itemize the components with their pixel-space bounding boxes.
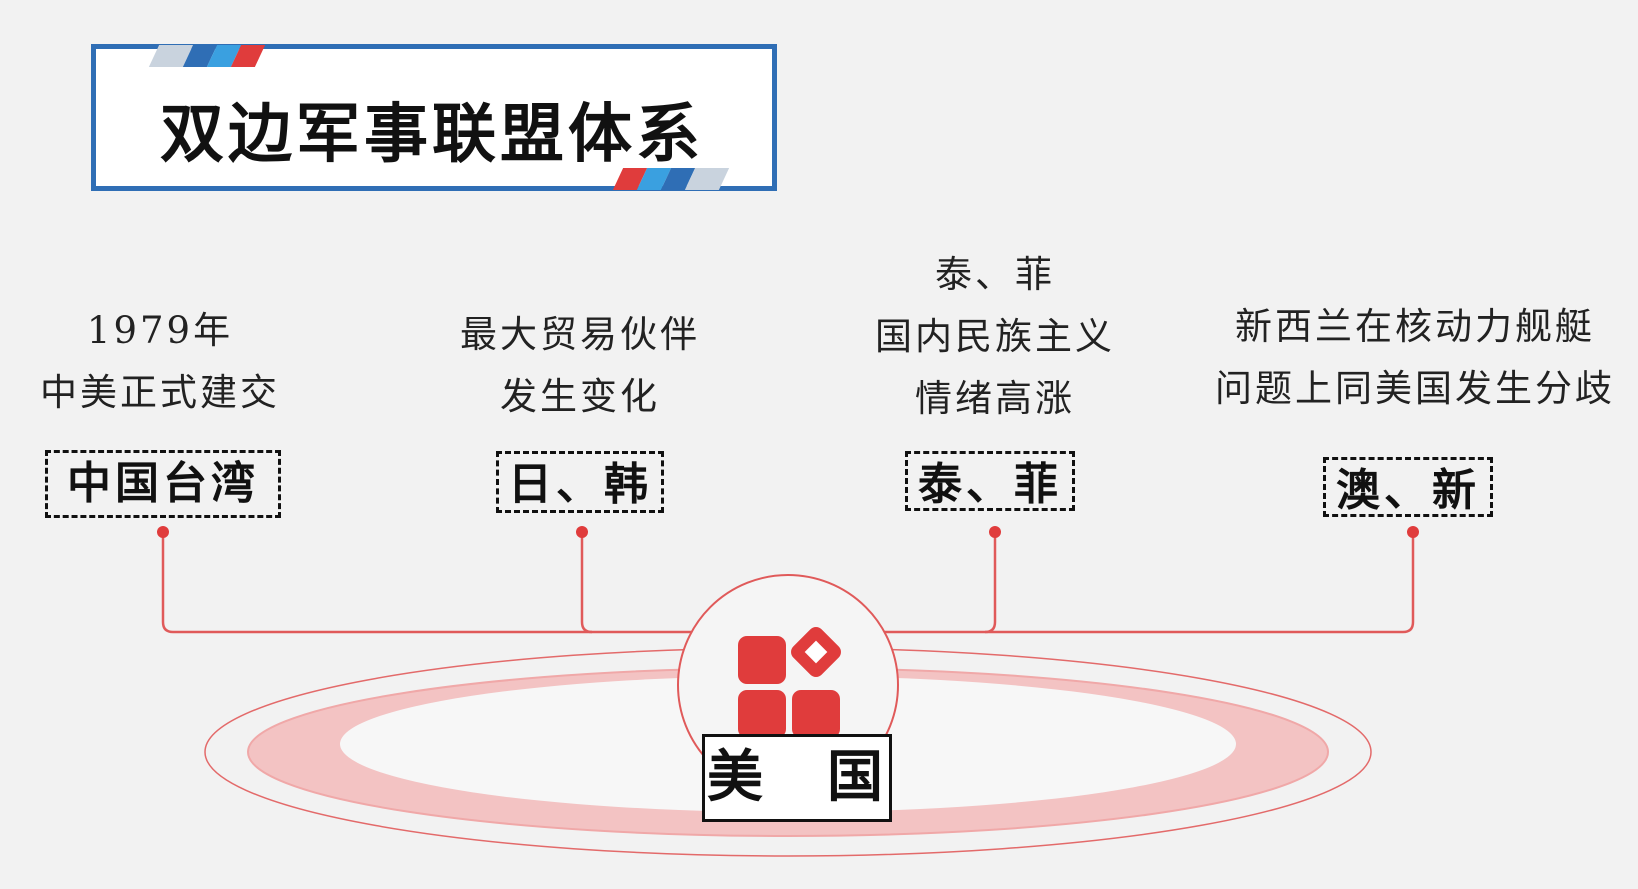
node-label-thailand-philippines: 泰、菲 <box>905 451 1075 511</box>
connector-dots <box>157 526 1419 538</box>
node-label-australia-nz: 澳、新 <box>1323 457 1493 517</box>
node-desc-japan-korea: 最大贸易伙伴 发生变化 <box>460 313 700 418</box>
node-desc-thailand-philippines: 泰、菲 国内民族主义 情绪高涨 <box>875 253 1115 420</box>
node-desc-taiwan: 1979年 中美正式建交 <box>40 309 280 414</box>
apps-grid-icon <box>738 627 841 738</box>
title-banner: 双边军事联盟体系 <box>91 44 777 191</box>
node-label-taiwan: 中国台湾 <box>45 450 281 518</box>
node-desc-australia-nz: 新西兰在核动力舰艇 问题上同美国发生分歧 <box>1215 305 1615 410</box>
node-label-japan-korea: 日、韩 <box>496 451 664 513</box>
page-title: 双边军事联盟体系 <box>160 97 704 172</box>
center-label-usa: 美 国 <box>702 734 892 822</box>
